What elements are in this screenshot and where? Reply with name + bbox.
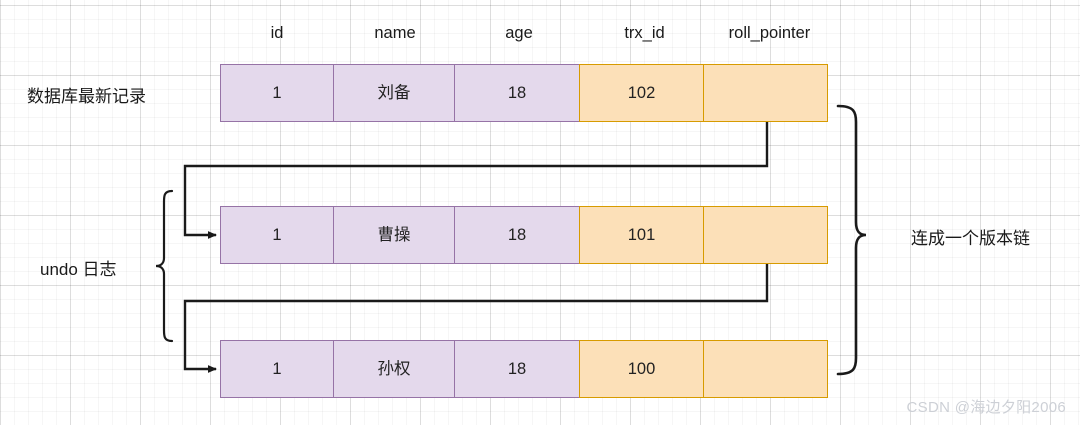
cell-trx-id: 101 (579, 206, 704, 264)
cell-roll-pointer (703, 340, 828, 398)
table-row-undo-100: 1 孙权 18 100 (220, 340, 828, 398)
column-header-id: id (270, 24, 284, 42)
cell-name: 刘备 (333, 64, 455, 122)
undo-log-brace (155, 189, 174, 343)
cell-age: 18 (454, 340, 580, 398)
cell-age: 18 (454, 64, 580, 122)
cell-name: 孙权 (333, 340, 455, 398)
label-latest-record: 数据库最新记录 (27, 87, 146, 106)
label-undo-log: undo 日志 (40, 260, 117, 279)
column-header-trx-id: trx_id (624, 24, 665, 42)
cell-trx-id: 102 (579, 64, 704, 122)
csdn-watermark: CSDN @海边夕阳2006 (906, 399, 1066, 416)
cell-roll-pointer (703, 206, 828, 264)
table-row-latest-record: 1 刘备 18 102 (220, 64, 828, 122)
cell-name: 曹操 (333, 206, 455, 264)
cell-id: 1 (220, 340, 334, 398)
column-header-age: age (505, 24, 533, 42)
label-version-chain: 连成一个版本链 (911, 229, 1030, 248)
column-header-roll-pointer: roll_pointer (728, 24, 811, 42)
cell-age: 18 (454, 206, 580, 264)
cell-id: 1 (220, 206, 334, 264)
version-chain-brace (836, 104, 867, 376)
cell-trx-id: 100 (579, 340, 704, 398)
cell-id: 1 (220, 64, 334, 122)
column-header-name: name (374, 24, 416, 42)
cell-roll-pointer (703, 64, 828, 122)
table-row-undo-101: 1 曹操 18 101 (220, 206, 828, 264)
